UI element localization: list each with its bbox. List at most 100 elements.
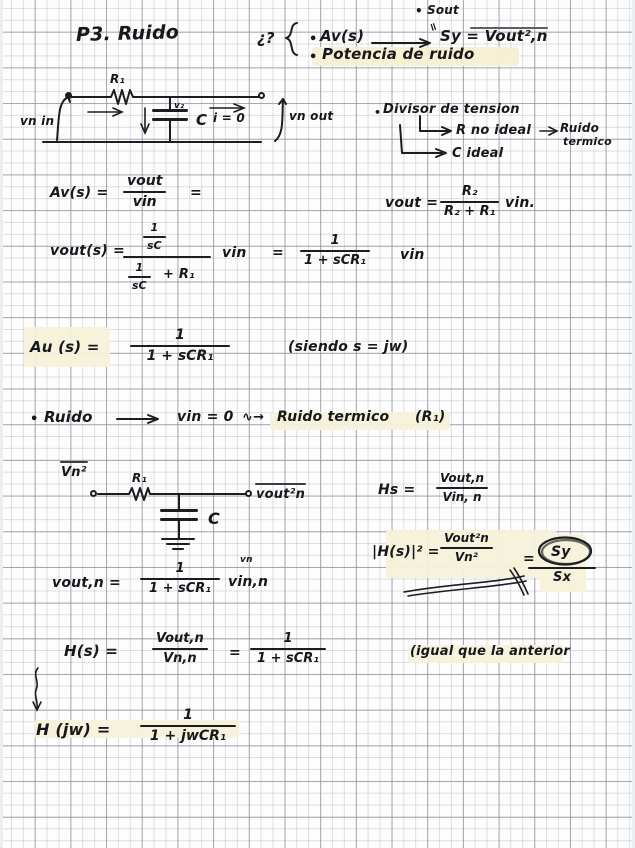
noise-result-paren: (R₁) <box>415 409 446 425</box>
eq-vout-den-bar <box>128 275 151 278</box>
circuit1-current-arrow <box>87 107 124 117</box>
eq-vout-den-right: + R₁ <box>163 267 195 282</box>
eq-vout-main-bar <box>123 256 211 258</box>
eq-hs2-res-num: Sy <box>551 544 571 560</box>
noise-condition: vin = 0 <box>177 409 234 425</box>
circuit1-wire-top-left <box>70 96 110 98</box>
circuit2-wire-right <box>151 493 246 495</box>
circuit1-resistor-label: R₁ <box>110 72 125 86</box>
eq-hs-final-note: (igual que la anterior <box>410 644 571 659</box>
eq-vout-num-bar <box>143 235 166 238</box>
eq-hs-den: Vin, n <box>442 489 482 504</box>
circuit1-node-in <box>65 92 72 99</box>
scribble-underline <box>403 567 529 597</box>
eq-hs-final-rhs-num: 1 <box>283 631 293 646</box>
eq-av-boxed-lhs: Au (s) = <box>30 338 100 356</box>
eq-hs-num: Vout,n <box>440 471 485 485</box>
eq-av-def-den: vin <box>132 193 157 210</box>
circuit2-capacitor-label: C <box>208 509 220 528</box>
divisor-formula-lhs: vout = <box>385 195 439 211</box>
eq-hs2-equals: = <box>523 551 535 567</box>
eq-voutn-num: 1 <box>175 561 185 576</box>
circuit1-output-brace <box>274 98 287 142</box>
sy-overline <box>470 27 548 29</box>
eq-vout-rhs-den: 1 + sCR₁ <box>304 252 366 268</box>
eq-vout-rhs-bar <box>300 249 370 252</box>
divisor-formula-rhs: vin. <box>505 195 536 211</box>
eq-vout-rhs-fraction: 1 1 + sCR₁ <box>300 234 370 267</box>
circuit2-output-label: vout²n <box>256 488 305 501</box>
circuit2-node-out <box>245 490 252 497</box>
divisor-formula-num: R₂ <box>461 184 478 199</box>
sout-label: Sout <box>427 3 459 17</box>
circuit2-resistor-label: R₁ <box>132 471 147 485</box>
branch-arrow-r-result <box>539 126 559 136</box>
circuit2-cap-wire-top <box>178 493 180 510</box>
page-left-margin <box>0 0 3 848</box>
circuit1-cap-plate-top <box>152 109 188 112</box>
eq-voutn-bar <box>140 577 220 580</box>
bullet-label-av: Av(s) <box>320 27 365 45</box>
sy-result-text: Sy = Vout²,n <box>440 27 548 45</box>
circuit1-node-label: v₂ <box>174 101 185 111</box>
eq-hs-final-rhs-bar <box>250 647 326 650</box>
circuit1-source-brace <box>56 96 71 141</box>
eq-hs2-den: Vn² <box>454 549 478 564</box>
circuit2-input-label-text: Vn² <box>61 465 87 480</box>
eq-av-boxed-bar <box>130 344 230 347</box>
eq-hs2-fraction: Vout²n Vn² <box>440 532 493 563</box>
eq-hs-final-fraction: Vout,n Vn,n <box>152 632 208 665</box>
branch-c-label: C ideal <box>452 146 504 161</box>
eq-vout-eq2: = <box>272 245 284 261</box>
connector-arrow-down <box>32 667 42 712</box>
circuit1-cap-wire-top <box>169 96 171 110</box>
eq-vout-lhs: vout(s) = <box>50 243 125 259</box>
divisor-title: Divisor de tension <box>383 102 520 117</box>
eq-vout-den-fraction: 1 sC <box>128 262 151 291</box>
resistor-symbol-2 <box>126 487 154 501</box>
circuit1-branch-current-arrow <box>140 107 150 135</box>
eq-hs2-res-den: Sx <box>553 570 572 585</box>
header-brace <box>285 22 298 56</box>
branch-arrow-r <box>419 115 452 136</box>
bullet-dot-ruido: • <box>30 412 39 427</box>
eq-hs-final-num: Vout,n <box>156 631 204 646</box>
eq-av-def-num: vout <box>127 173 163 189</box>
eq-av-boxed-fraction: 1 1 + sCR₁ <box>130 328 230 363</box>
eq-av-def-trailing: = <box>190 185 202 201</box>
ground-symbol <box>161 538 195 550</box>
eq-hs-fraction: Vout,n Vin, n <box>436 471 489 504</box>
eq-hs-final-lhs: H(s) = <box>64 642 119 660</box>
bullet-dot-divisor: • <box>374 106 382 119</box>
circuit1-node-out <box>258 92 265 99</box>
eq-av-def-bar <box>123 190 167 193</box>
noise-squiggle: ∿→ <box>242 410 265 425</box>
eq-hjw-bar <box>140 724 236 727</box>
eq-hs2-bar <box>440 546 493 549</box>
eq-voutn-rhs: vin,n <box>228 574 269 590</box>
bullet-label-potencia: Potencia de ruido <box>322 45 475 63</box>
eq-av-def-fraction: vout vin <box>123 173 167 210</box>
circuit2-wire-left <box>97 493 129 495</box>
eq-hs-final-bar <box>152 647 208 650</box>
eq-voutn-rhs-sup: vn <box>240 555 253 565</box>
branch-r-label: R no ideal <box>456 123 532 138</box>
noise-arrow <box>116 414 159 424</box>
page-right-margin <box>632 0 635 848</box>
noise-label: Ruido <box>44 408 93 426</box>
eq-voutn-fraction: 1 1 + sCR₁ <box>140 562 220 595</box>
eq-hs2-res-bar <box>528 567 596 569</box>
question-mark: ¿? <box>257 29 275 47</box>
circuit1-output-label: vn out <box>289 109 334 123</box>
circuit2-cap-wire-bottom <box>178 520 180 540</box>
eq-hs-bar <box>436 486 489 489</box>
eq-hjw-num: 1 <box>183 707 193 723</box>
circuit1-current-label: i = 0 <box>213 111 245 125</box>
sout-equals: = <box>425 20 442 34</box>
circuit2-cap-plate-bottom <box>160 518 198 521</box>
sy-result: Sy = Vout²,n <box>440 29 548 44</box>
branch-arrow-c <box>399 124 447 158</box>
eq-hs-final-rhs-den: 1 + sCR₁ <box>257 650 319 666</box>
eq-voutn-lhs: vout,n = <box>52 575 121 591</box>
